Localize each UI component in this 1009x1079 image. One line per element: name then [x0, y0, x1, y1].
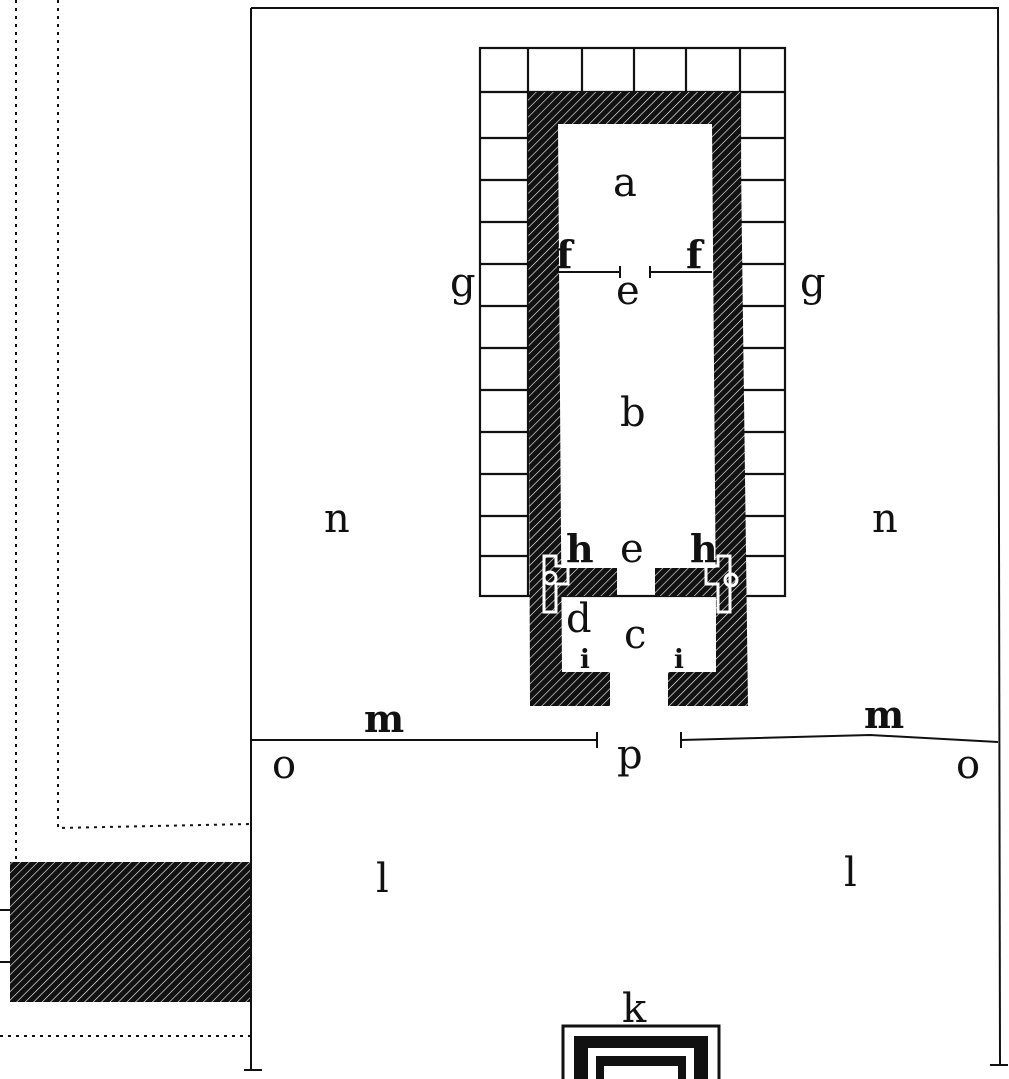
label-n-right: n	[872, 496, 898, 542]
label-k: k	[622, 986, 647, 1032]
label-b: b	[620, 390, 646, 436]
label-h-left: h	[566, 526, 594, 571]
dotted-outline	[0, 0, 251, 1037]
label-o-right: o	[956, 742, 980, 788]
label-d: d	[566, 596, 592, 642]
hatched-block	[10, 862, 252, 1002]
label-n-left: n	[324, 496, 350, 542]
label-c: c	[624, 612, 646, 658]
label-m-right: m	[864, 692, 904, 737]
label-l-right: l	[844, 850, 857, 896]
label-m-left: m	[364, 696, 404, 741]
enclosure-outline	[244, 7, 1008, 1071]
label-p: p	[617, 732, 643, 778]
block-ticks	[0, 909, 12, 963]
label-o-left: o	[272, 742, 296, 788]
cella-wall	[528, 92, 748, 706]
label-i-left: i	[580, 645, 590, 675]
label-a: a	[613, 160, 637, 206]
label-g-left: g	[450, 260, 476, 306]
label-g-right: g	[800, 260, 826, 306]
door-pivots	[542, 554, 739, 614]
cross-wall-right	[655, 568, 717, 596]
dimension-line-e	[558, 266, 712, 278]
label-h-right: h	[690, 526, 718, 571]
label-f-left: f	[556, 232, 575, 277]
label-f-right: f	[686, 232, 705, 277]
altar-k	[561, 1024, 721, 1079]
cross-wall-left	[555, 568, 617, 596]
label-e-bottom: e	[620, 526, 644, 572]
label-e-top: e	[616, 268, 640, 314]
label-l-left: l	[376, 856, 389, 902]
label-i-right: i	[674, 645, 684, 675]
